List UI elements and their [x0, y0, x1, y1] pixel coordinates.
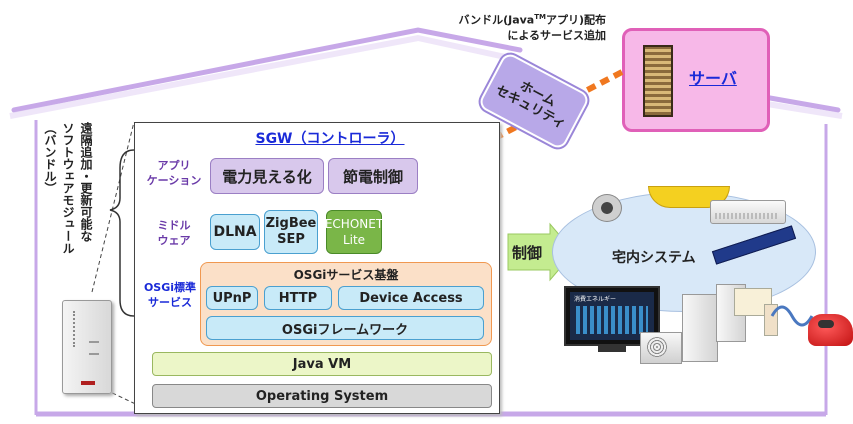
java-vm-layer: Java VM [152, 352, 492, 376]
caption-line2: によるサービス追加 [507, 28, 606, 42]
zigbee-line2: SEP [277, 232, 305, 247]
middleware-label-line1: ミドル [157, 219, 191, 232]
bundle-note-col2: ソフトウェアモジュール [61, 122, 75, 254]
tv-display-icon: 消費エネルギー [564, 286, 660, 346]
zigbee-sep-middleware: ZigBee SEP [264, 210, 318, 254]
electric-car-icon [808, 314, 853, 346]
bundle-note-col3: （バンドル） [43, 122, 57, 194]
operating-system-layer: Operating System [152, 384, 492, 408]
caption-line1-suffix: アプリ)配布 [545, 13, 606, 27]
echonet-line2: Lite [342, 233, 366, 247]
sgw-title: SGW（コントローラ） [255, 131, 405, 147]
trademark-mark: TM [534, 13, 546, 21]
osgi-layer-label: OSGi標準 サービス [138, 280, 202, 310]
echonet-lite-middleware: ECHONET Lite [324, 210, 384, 254]
distribution-caption: バンドル(JavaTMアプリ)配布 によるサービス追加 [426, 10, 606, 43]
middleware-layer-label: ミドル ウェア [140, 218, 208, 248]
osgi-label-line1: OSGi標準 [143, 281, 197, 294]
app-layer-label-line1: アプリ [157, 159, 191, 172]
power-visualization-app: 電力見える化 [210, 158, 324, 194]
tv-stand-icon [598, 346, 626, 352]
server-label: サーバ [689, 69, 737, 88]
air-conditioner-icon [710, 200, 786, 224]
server-rack-icon [643, 45, 673, 117]
bundle-note: 遠隔追加・更新可能な ソフトウェアモジュール （バンドル） [42, 122, 95, 292]
app-layer-label-line2: ケーション [146, 174, 202, 187]
device-access-service: Device Access [338, 286, 484, 310]
dlna-middleware: DLNA [210, 214, 260, 250]
bundle-note-col1: 遠隔追加・更新可能な [79, 122, 93, 242]
home-system-label: 宅内システム [612, 250, 696, 266]
gateway-device-icon [62, 300, 112, 394]
tv-screen-title: 消費エネルギー [574, 296, 617, 303]
http-service: HTTP [264, 286, 332, 310]
osgi-base-title: OSGiサービス基盤 [293, 268, 399, 282]
power-saving-control-app: 節電制御 [328, 158, 418, 194]
outdoor-unit-icon [640, 332, 682, 364]
echonet-line1: ECHONET [324, 217, 384, 231]
water-heater-icon [682, 294, 718, 362]
zigbee-line1: ZigBee [265, 216, 317, 231]
app-layer-label: アプリ ケーション [140, 158, 208, 188]
middleware-label-line2: ウェア [157, 234, 191, 247]
caption-line1-prefix: バンドル(Java [458, 13, 535, 27]
charging-cable-icon [770, 305, 814, 327]
upnp-service: UPnP [206, 286, 258, 310]
server-box: サーバ [622, 28, 770, 132]
osgi-label-line2: サービス [148, 296, 192, 309]
security-camera-icon [592, 194, 622, 222]
control-label: 制御 [512, 244, 543, 262]
osgi-framework: OSGiフレームワーク [206, 316, 484, 340]
